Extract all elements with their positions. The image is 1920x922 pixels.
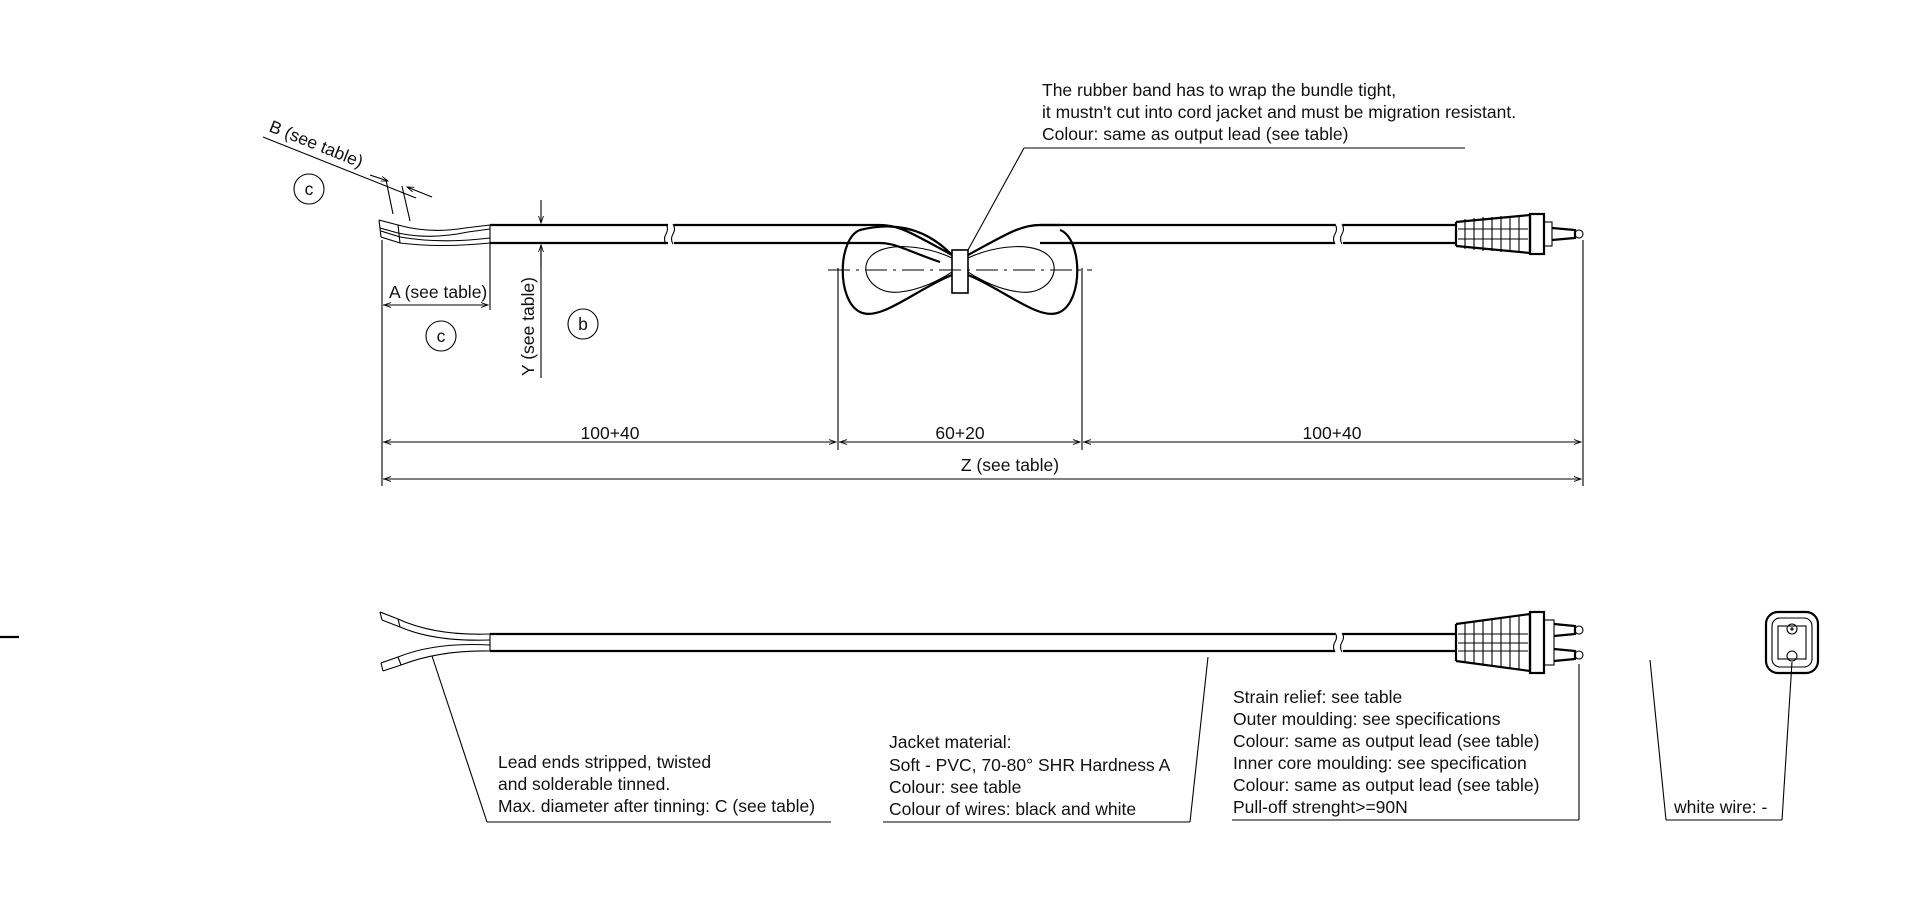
strain-note-line-6: Pull-off strenght>=90N [1233, 797, 1408, 817]
top-strain-relief [1454, 212, 1584, 256]
strain-note-line-1: Strain relief: see table [1233, 687, 1402, 707]
cable-bow-loops [828, 223, 1336, 315]
top-stripped-wires [378, 219, 491, 247]
rubber-band-note-line-2: it mustn't cut into cord jacket and must… [1042, 102, 1516, 122]
dim-a: A (see table) c [382, 243, 491, 352]
dim-mid-label: 60+20 [935, 423, 984, 443]
top-view: The rubber band has to wrap the bundle t… [262, 80, 1584, 486]
bottom-strain-relief [1454, 610, 1584, 675]
rubber-band [951, 249, 969, 294]
length-dimensions: 100+40 60+20 100+40 Z (see table) [382, 423, 1583, 482]
lead-ends-note: Lead ends stripped, twisted and solderab… [431, 655, 831, 823]
bottom-view: Lead ends stripped, twisted and solderab… [379, 610, 1820, 823]
lead-note-line-2: and solderable tinned. [498, 774, 670, 794]
dim-z-label: Z (see table) [961, 455, 1059, 475]
jacket-note-line-3: Colour: see table [889, 777, 1021, 797]
ref-b: b [578, 314, 588, 334]
jacket-note: Jacket material: Soft - PVC, 70-80° SHR … [883, 656, 1209, 823]
strain-note-line-5: Colour: same as output lead (see table) [1233, 775, 1539, 795]
dim-y: Y (see table) b [518, 200, 599, 378]
strain-note-line-4: Inner core moulding: see specification [1233, 753, 1527, 773]
extension-lines [381, 240, 1584, 486]
dim-left-label: 100+40 [581, 423, 640, 443]
white-wire-label: white wire: - [1673, 797, 1768, 817]
rubber-band-note-line-1: The rubber band has to wrap the bundle t… [1042, 80, 1396, 100]
dim-y-label: Y (see table) [518, 277, 538, 376]
ref-c-top: c [305, 179, 314, 199]
bottom-cable [489, 632, 1456, 653]
ref-c-circle-mid [425, 320, 457, 352]
dim-a-label: A (see table) [389, 282, 487, 302]
rubber-band-note: The rubber band has to wrap the bundle t… [967, 80, 1516, 251]
lead-note-line-3: Max. diameter after tinning: C (see tabl… [498, 796, 815, 816]
rubber-band-note-line-3: Colour: same as output lead (see table) [1042, 124, 1348, 144]
ref-b-circle [567, 308, 599, 340]
dim-b: B (see table) c [262, 116, 433, 222]
jacket-note-line-2: Soft - PVC, 70-80° SHR Hardness A [889, 755, 1171, 775]
top-cable-left [489, 223, 880, 245]
strain-relief-note: Strain relief: see table Outer moulding:… [1232, 664, 1580, 821]
lead-note-line-1: Lead ends stripped, twisted [498, 752, 711, 772]
jacket-note-line-1: Jacket material: [889, 732, 1012, 752]
white-wire-note: white wire: - [1649, 659, 1793, 821]
bottom-stripped-wires [379, 611, 491, 672]
dim-right-label: 100+40 [1303, 423, 1362, 443]
ref-c-circle-top [293, 173, 325, 205]
ref-c-mid: c [437, 326, 446, 346]
top-cable-right [1332, 223, 1456, 245]
strain-note-line-3: Colour: same as output lead (see table) [1233, 731, 1539, 751]
strain-note-line-2: Outer moulding: see specifications [1233, 709, 1501, 729]
jacket-note-line-4: Colour of wires: black and white [889, 799, 1136, 819]
